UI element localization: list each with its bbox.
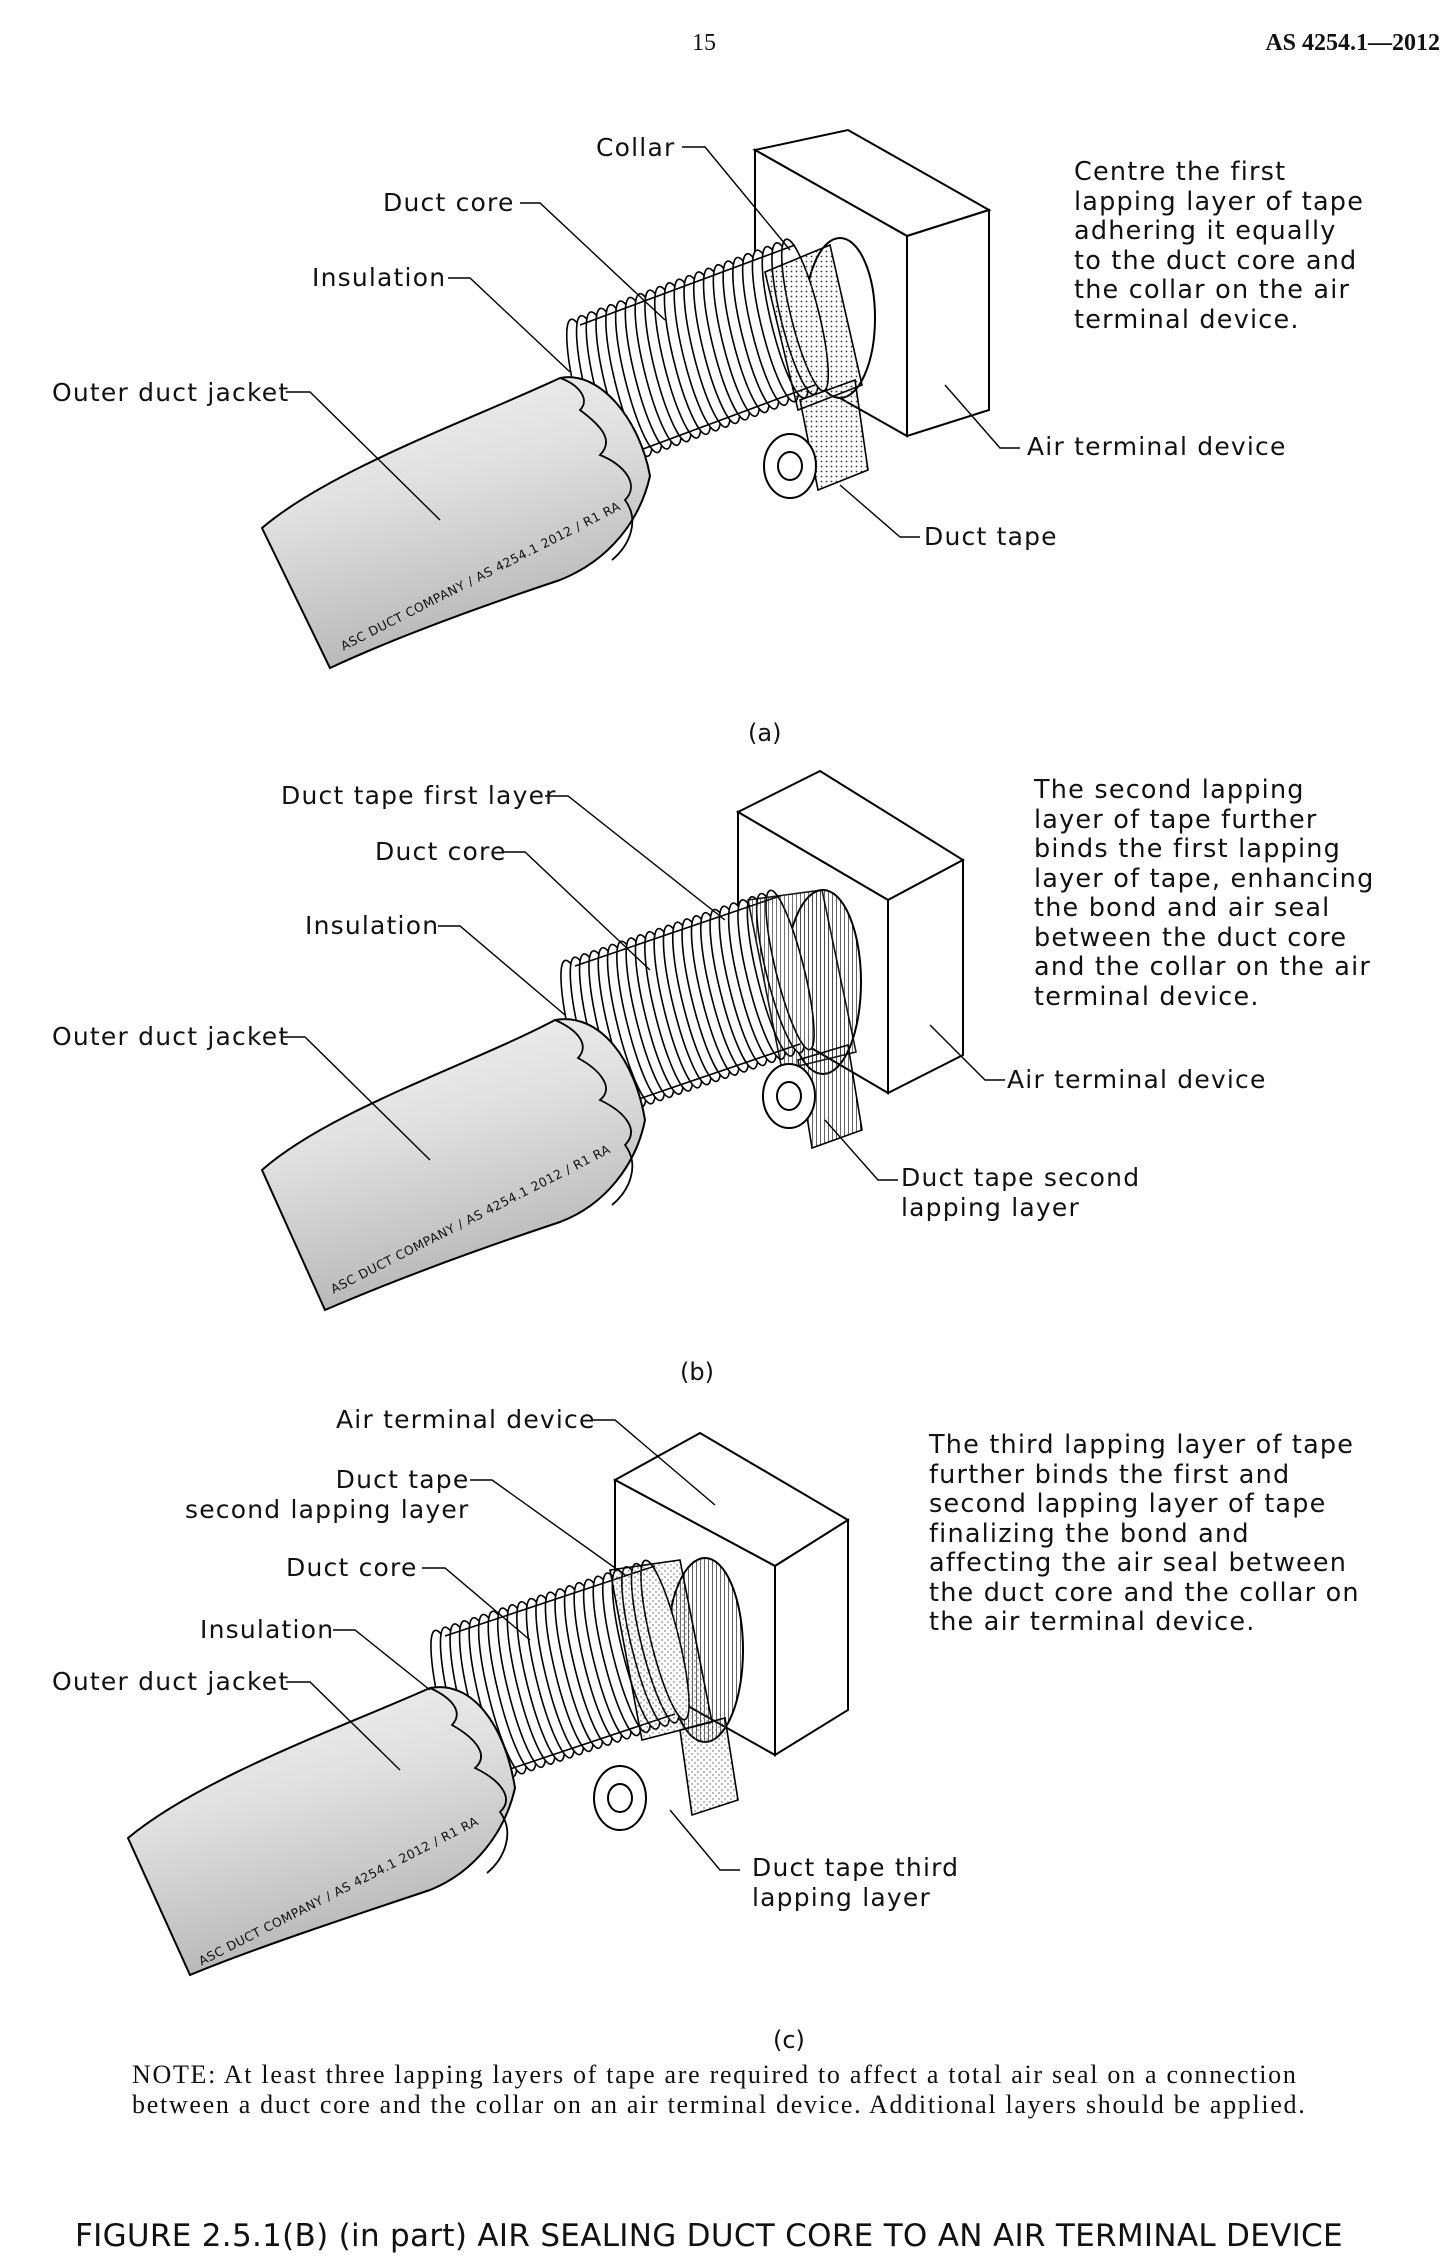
caption-c: (c)	[773, 2026, 805, 2054]
outer-duct-jacket-c	[126, 1686, 517, 1977]
outer-duct-jacket-b	[260, 1018, 647, 1312]
note-panel-a: Centre the first lapping layer of tape a…	[1074, 157, 1365, 335]
note-panel-b: The second lapping layer of tape further…	[1034, 775, 1375, 1012]
label-duct-core-b: Duct core	[375, 837, 507, 866]
label-outer-duct-jacket-c: Outer duct jacket	[52, 1667, 290, 1696]
leaders-b	[283, 795, 1005, 1181]
label-air-terminal-device-c: Air terminal device	[336, 1405, 596, 1434]
label-insulation-b: Insulation	[305, 911, 440, 940]
label-collar-a: Collar	[596, 133, 676, 162]
label-duct-tape-second-b: Duct tape second lapping layer	[901, 1163, 1141, 1222]
label-outer-duct-jacket-a: Outer duct jacket	[52, 378, 290, 407]
label-duct-tape-second-c: Duct tape second lapping layer	[185, 1465, 470, 1524]
figure-title: FIGURE 2.5.1(B) (in part) AIR SEALING DU…	[75, 2218, 1343, 2254]
note-panel-c: The third lapping layer of tape further …	[929, 1430, 1360, 1637]
label-duct-core-c: Duct core	[286, 1553, 418, 1582]
label-duct-tape-third-c: Duct tape third lapping layer	[752, 1853, 960, 1912]
label-insulation-a: Insulation	[312, 263, 447, 292]
leaders-c	[286, 1419, 740, 1871]
label-air-terminal-device-a: Air terminal device	[1027, 432, 1287, 461]
label-duct-tape-first-layer-b: Duct tape first layer	[281, 781, 557, 810]
label-duct-core-a: Duct core	[383, 188, 515, 217]
duct-tape-layer-a	[764, 243, 863, 412]
page-number: 15	[692, 30, 716, 56]
panel-a-drawing	[260, 128, 992, 670]
leaders-a	[286, 146, 1020, 538]
figure-note: NOTE: At least three lapping layers of t…	[132, 2060, 1307, 2119]
panel-b-drawing	[260, 769, 965, 1312]
panel-c-drawing	[126, 1431, 850, 1977]
label-duct-tape-a: Duct tape	[924, 522, 1058, 551]
standard-reference: AS 4254.1—2012	[1265, 30, 1440, 56]
outer-duct-jacket-a	[260, 376, 652, 670]
label-insulation-c: Insulation	[200, 1615, 335, 1644]
duct-tape-layer-b	[747, 889, 857, 1071]
caption-a: (a)	[748, 719, 782, 747]
caption-b: (b)	[680, 1358, 714, 1386]
label-outer-duct-jacket-b: Outer duct jacket	[52, 1022, 290, 1051]
label-air-terminal-device-b: Air terminal device	[1007, 1065, 1267, 1094]
